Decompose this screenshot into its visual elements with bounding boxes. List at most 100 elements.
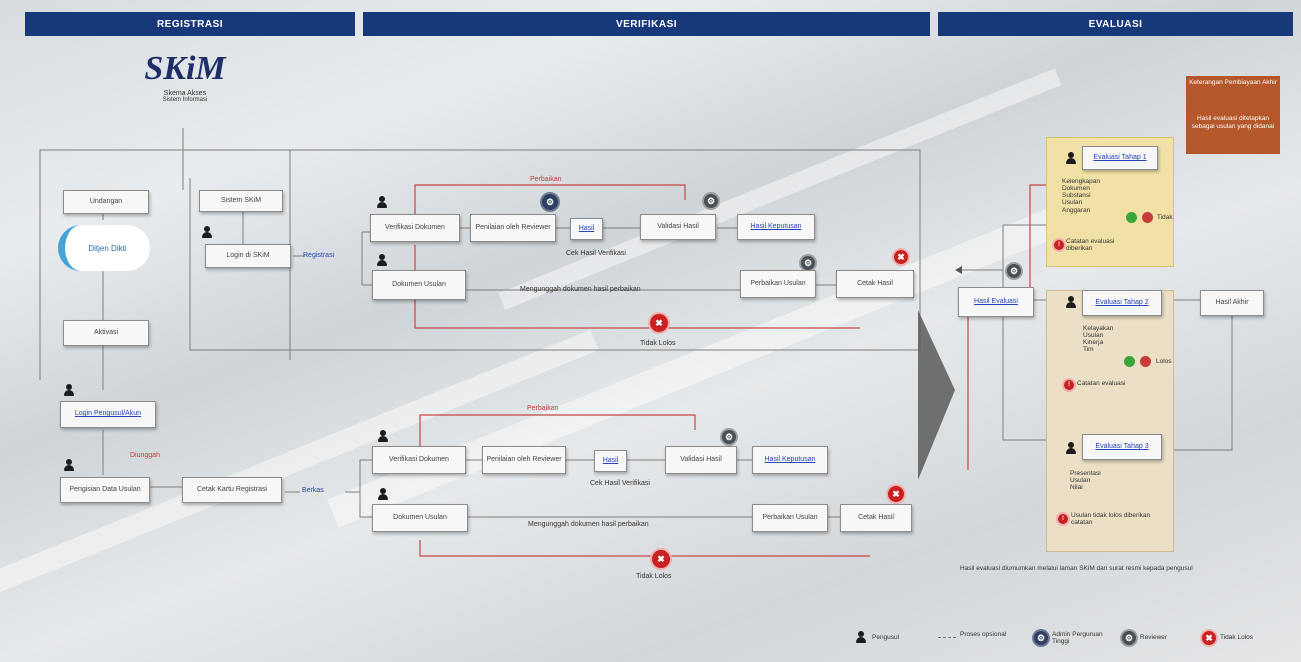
- proposal-document-box: Dokumen Usulan: [372, 270, 466, 300]
- uploaded-label: Diunggah: [130, 452, 160, 459]
- pass-indicator: [1124, 356, 1135, 367]
- person-icon: [1066, 442, 1076, 454]
- legend-label: Admin Perguruan Tinggi: [1052, 631, 1103, 646]
- dashed-line-icon: [938, 637, 956, 638]
- legend-label: Proses opsional: [960, 631, 1007, 638]
- legend-label: Reviewer: [1140, 634, 1168, 641]
- pass-indicator: [1126, 212, 1137, 223]
- person-icon: [202, 226, 212, 238]
- fail-label: Tidak: [1157, 214, 1173, 221]
- print-result-box: Cetak Hasil: [836, 270, 914, 298]
- stop-icon: ✖: [892, 248, 910, 266]
- person-icon: [856, 631, 866, 643]
- proposal-data-box: Pengisian Data Usulan: [60, 477, 150, 503]
- evaluation-stage2-box: Evaluasi Tahap 2: [1082, 290, 1162, 316]
- document-verification-box: Verifikasi Dokumen: [372, 446, 466, 474]
- result-validation-box: Validasi Hasil: [665, 446, 737, 474]
- stop-icon: ✖: [1200, 629, 1218, 647]
- proposal-document-box: Dokumen Usulan: [372, 504, 468, 532]
- person-icon: [64, 384, 74, 396]
- warning-icon: !: [1062, 378, 1076, 392]
- legend-label: Tidak Lolos: [1220, 634, 1253, 641]
- logo: SKiM Skema Akses Sistem Informasi: [135, 48, 235, 118]
- warning-label: Catatan evaluasi: [1077, 380, 1126, 387]
- decision-result-box: Hasil Keputusan: [737, 214, 815, 240]
- result-box: Hasil: [594, 450, 627, 472]
- invitation-box: Undangan: [63, 190, 149, 214]
- result-validation-box: Validasi Hasil: [640, 214, 716, 240]
- criteria-item: Usulan: [1070, 477, 1091, 485]
- person-icon: [1066, 296, 1076, 308]
- document-verification-box: Verifikasi Dokumen: [370, 214, 460, 242]
- criteria-item: Kelengkapan: [1062, 178, 1100, 185]
- proposal-revision-box: Perbaikan Usulan: [752, 504, 828, 532]
- print-result-box: Cetak Hasil: [840, 504, 912, 532]
- not-passed-label: Tidak Lolos: [636, 573, 672, 580]
- evaluation-criteria-list: Kelengkapan Dokumen Substansi Usulan Ang…: [1062, 178, 1100, 214]
- upload-note: Mengunggah dokumen hasil perbaikan: [528, 521, 649, 528]
- criteria-item: Presentasi: [1070, 470, 1101, 477]
- activation-box: Aktivasi: [63, 320, 149, 346]
- evaluation-stage1-box: Evaluasi Tahap 1: [1082, 146, 1158, 170]
- check-result-label: Cek Hasil Verifikasi: [566, 250, 626, 257]
- reviewer-assessment-box: Penilaian oleh Reviewer: [482, 446, 566, 474]
- check-result-label: Cek Hasil Verifikasi: [590, 480, 650, 487]
- header-verifikasi: VERIFIKASI: [363, 12, 930, 36]
- registration-arrow-label: Registrasi: [303, 252, 335, 259]
- criteria-item: Anggaran: [1062, 206, 1091, 214]
- criteria-item: Kelayakan: [1083, 325, 1114, 332]
- reviewer-icon: ⚙: [1005, 262, 1023, 280]
- fail-indicator: [1142, 212, 1153, 223]
- reviewer-icon: ⚙: [720, 428, 738, 446]
- stop-icon: ✖: [650, 548, 672, 570]
- evaluation-criteria-list: Presentasi Usulan Nilai: [1070, 470, 1101, 491]
- criteria-item: Substansi: [1062, 192, 1091, 200]
- user-login-box: Login Pengusul/Akun: [60, 401, 156, 428]
- logo-text: SKiM: [144, 50, 226, 87]
- revision-label-bottom: Perbaikan: [527, 405, 559, 412]
- orange-note-top: Keterangan Pembiayaan Akhir: [1186, 76, 1280, 112]
- evaluation-stage3-box: Evaluasi Tahap 3: [1082, 434, 1162, 460]
- legend: Pengusul Proses opsional ⚙ Admin Perguru…: [852, 625, 1292, 651]
- admin-icon: ⚙: [540, 192, 560, 212]
- warning-label: Usulan tidak lolos diberikan catatan: [1071, 512, 1151, 527]
- stop-icon: ✖: [886, 484, 906, 504]
- person-icon: [378, 488, 388, 500]
- upload-note: Mengunggah dokumen hasil perbaikan: [520, 286, 641, 293]
- skim-login-box: Login di SKiM: [205, 244, 291, 268]
- evaluation-criteria-list: Kelayakan Usulan Kinerja Tim: [1083, 325, 1113, 354]
- criteria-item: Usulan: [1083, 332, 1104, 340]
- reviewer-icon: ⚙: [1120, 629, 1138, 647]
- legend-label: Pengusul: [872, 634, 900, 641]
- person-icon: [378, 430, 388, 442]
- reviewer-icon: ⚙: [702, 192, 720, 210]
- stop-icon: ✖: [648, 312, 670, 334]
- logo-caption: Skema Akses: [163, 90, 207, 97]
- admin-icon: ⚙: [1032, 629, 1050, 647]
- person-icon: [64, 459, 74, 471]
- evaluation-result-box: Hasil Evaluasi: [958, 287, 1034, 317]
- not-passed-label: Tidak Lolos: [640, 340, 676, 347]
- header-evaluasi: EVALUASI: [938, 12, 1293, 36]
- reviewer-assessment-box: Penilaian oleh Reviewer: [470, 214, 556, 242]
- app-logo: Ditjen Dikti: [58, 225, 150, 271]
- evaluation-footnote: Hasil evaluasi diumumkan melalui laman S…: [960, 565, 1193, 572]
- orange-note-bottom: Hasil evaluasi ditetapkan sebagai usulan…: [1186, 112, 1280, 154]
- proposal-revision-box: Perbaikan Usulan: [740, 270, 816, 298]
- person-icon: [377, 196, 387, 208]
- person-icon: [377, 254, 387, 266]
- decision-result-box: Hasil Keputusan: [752, 446, 828, 474]
- person-icon: [1066, 152, 1076, 164]
- logo-caption: Sistem Informasi: [162, 97, 208, 103]
- warning-icon: !: [1056, 512, 1070, 526]
- revision-label-top: Perbaikan: [530, 176, 562, 183]
- criteria-item: Nilai: [1070, 484, 1083, 492]
- criteria-item: Usulan: [1062, 199, 1083, 207]
- print-card-box: Cetak Kartu Registrasi: [182, 477, 282, 503]
- criteria-item: Tim: [1083, 346, 1094, 354]
- fail-indicator: [1140, 356, 1151, 367]
- warning-label: Catatan evaluasi diberikan: [1066, 238, 1115, 253]
- final-result-box: Hasil Akhir: [1200, 290, 1264, 316]
- pass-label: Lolos: [1156, 358, 1172, 365]
- result-box: Hasil: [570, 218, 603, 240]
